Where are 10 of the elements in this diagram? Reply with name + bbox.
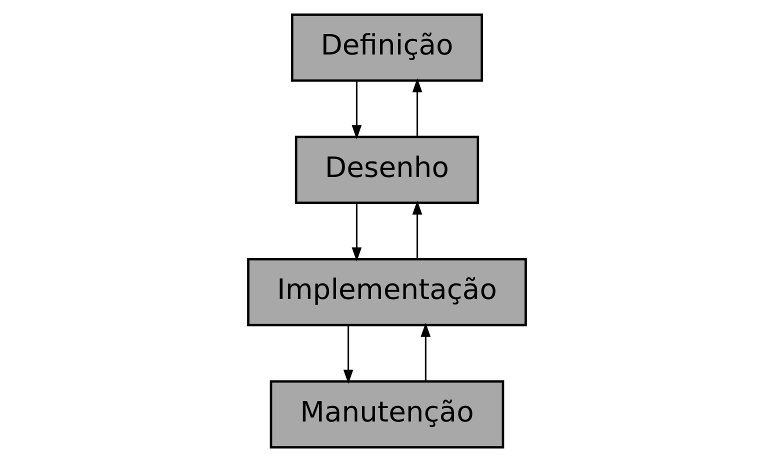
arrow	[351, 81, 362, 140]
node-box: Definição	[290, 14, 483, 82]
arrow	[420, 322, 430, 381]
arrow	[342, 326, 353, 384]
node-box: Implementação	[246, 258, 526, 326]
arrow	[412, 78, 422, 136]
node-box: Desenho	[294, 136, 479, 204]
arrow	[351, 203, 362, 262]
arrow	[412, 200, 422, 259]
node-box: Manutenção	[269, 380, 504, 448]
